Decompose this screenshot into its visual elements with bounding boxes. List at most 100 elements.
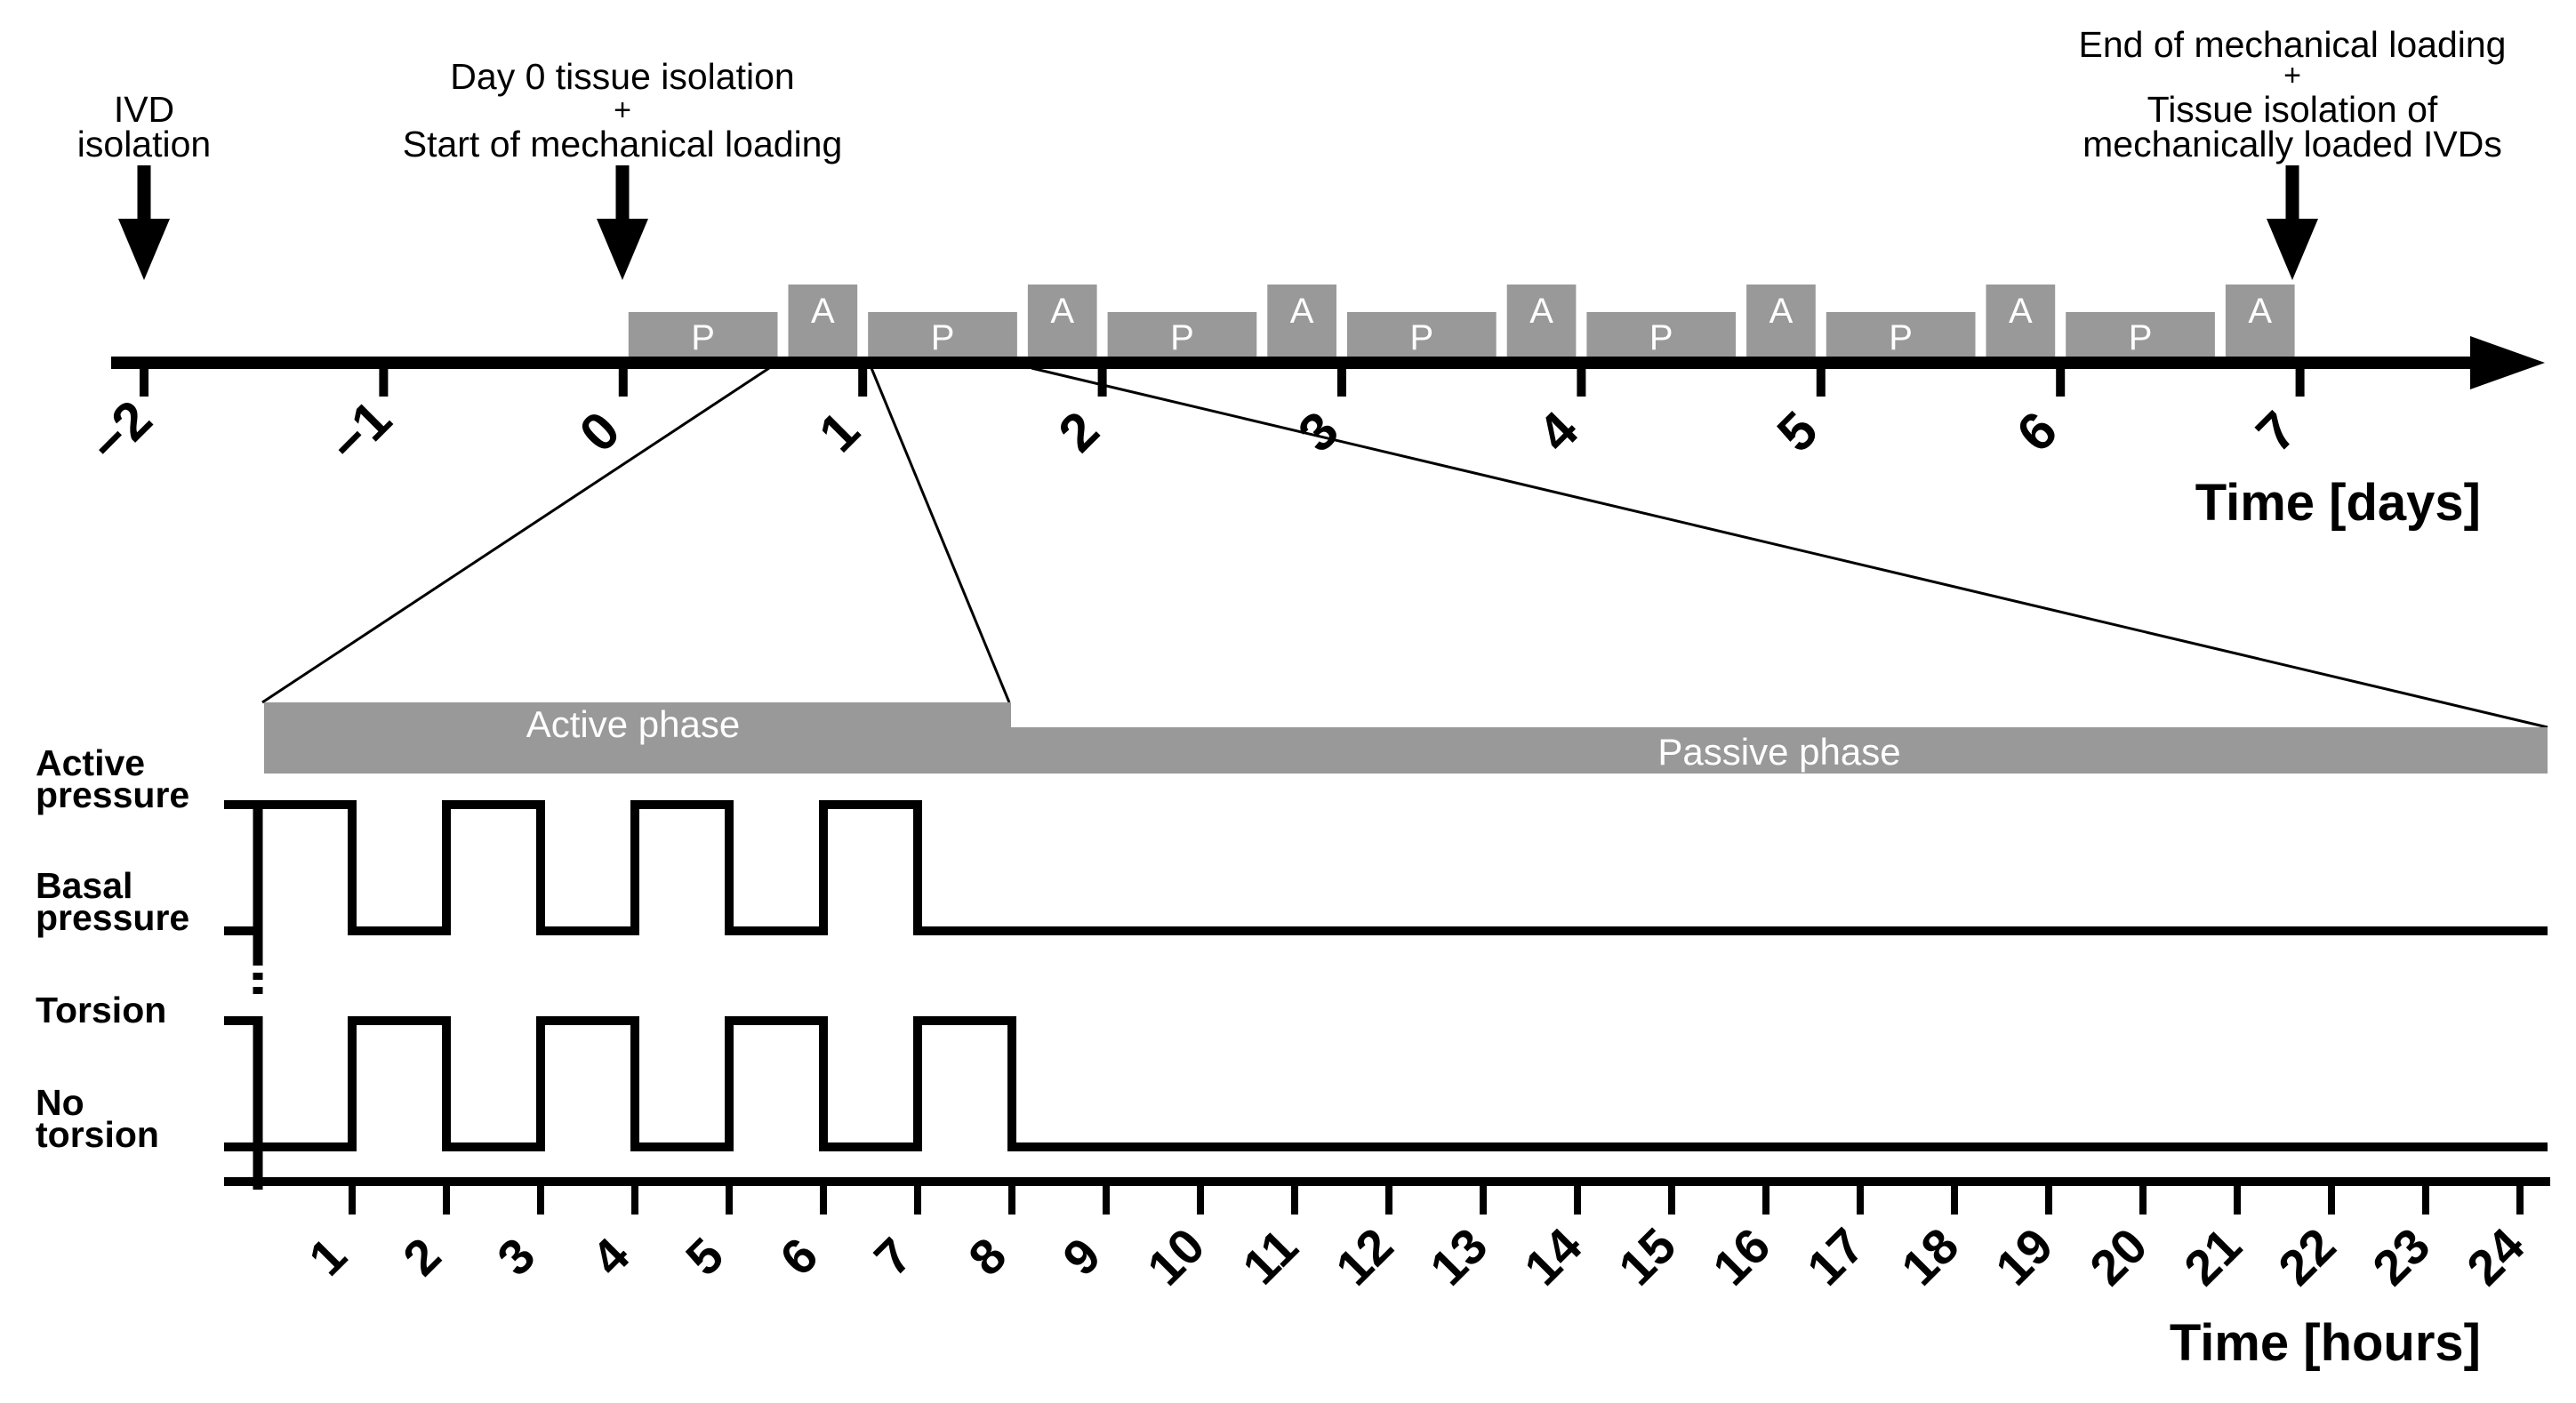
active-block: [2225, 285, 2295, 357]
zoom-line-right: [1031, 366, 2548, 729]
active-block-letter: A: [2248, 292, 2272, 331]
basal-pressure-label-line2: pressure: [36, 897, 189, 938]
basal-pressure-label-line1: Basal: [36, 865, 132, 906]
day-axis-arrowhead-icon: [2470, 336, 2545, 389]
hour-tick-label: 13: [1419, 1217, 1498, 1296]
passive-block-letter: P: [931, 318, 955, 357]
torsion-signal: [224, 1016, 2548, 1151]
day0-annotation-line2: Start of mechanical loading: [403, 124, 843, 164]
hour-tick-label: 7: [863, 1227, 923, 1287]
hour-tick-label: 8: [958, 1227, 1017, 1287]
day-tick-label: 7: [2245, 400, 2308, 463]
day-tick-label: 1: [807, 400, 871, 463]
passive-block-letter: P: [1889, 318, 1913, 357]
passive-block-letter: P: [1649, 318, 1673, 357]
signal-labels: Active pressure Basal pressure Torsion N…: [36, 742, 189, 1155]
ivd-annotation-line2: isolation: [77, 124, 211, 164]
passive-block-letter: P: [1170, 318, 1194, 357]
hour-tick-label: 10: [1136, 1217, 1216, 1296]
day-axis-label: Time [days]: [2195, 474, 2481, 532]
hour-tick-label: 18: [1890, 1217, 1970, 1296]
active-pressure-label-line1: Active: [36, 742, 145, 783]
pressure-signal: [253, 800, 2548, 935]
passive-block: [628, 312, 778, 357]
hour-tick-label: 19: [1985, 1217, 2064, 1296]
active-block-letter: A: [2009, 292, 2033, 331]
active-phase-label: Active phase: [526, 703, 740, 745]
zoom-line-middle: [870, 367, 1011, 703]
day-tick-label: −2: [78, 389, 164, 475]
day-tick-label: 5: [1766, 400, 1829, 463]
passive-block: [1347, 312, 1497, 357]
passive-block: [2066, 312, 2215, 357]
passive-phase-bar: [1011, 727, 2548, 774]
hour-axis-label: Time [hours]: [2170, 1314, 2481, 1372]
passive-block: [1826, 312, 1976, 357]
passive-block: [1586, 312, 1737, 357]
hour-tick-label: 6: [769, 1227, 829, 1287]
passive-block: [868, 312, 1017, 357]
end-annotation: End of mechanical loading + Tissue isola…: [2079, 24, 2507, 280]
down-arrow-icon: [597, 219, 648, 280]
hour-tick-label: 1: [298, 1227, 357, 1287]
day-tick-label: 0: [568, 400, 631, 463]
passive-block-letter: P: [1410, 318, 1434, 357]
day0-annotation-line1: Day 0 tissue isolation: [450, 56, 794, 97]
hour-tick-label: 2: [392, 1227, 452, 1287]
day0-annotation: Day 0 tissue isolation + Start of mechan…: [403, 56, 843, 280]
passive-block-letter: P: [2129, 318, 2153, 357]
active-block: [788, 285, 858, 357]
hour-tick-label: 22: [2267, 1217, 2347, 1296]
day-tick-label: −1: [317, 389, 403, 475]
end-annotation-line1: End of mechanical loading: [2079, 24, 2507, 65]
passive-block: [1107, 312, 1257, 357]
hour-tick-label: 24: [2456, 1217, 2535, 1296]
zoom-lines: [261, 366, 2548, 729]
ivd-annotation-line1: IVD: [114, 89, 174, 130]
hour-tick-label: 16: [1702, 1217, 1781, 1296]
active-block-letter: A: [1529, 292, 1553, 331]
hour-tick-label: 11: [1232, 1218, 1308, 1295]
active-block: [1267, 285, 1336, 357]
active-block: [1746, 285, 1816, 357]
hour-tick-label: 17: [1796, 1217, 1875, 1296]
day-tick-label: 4: [1526, 400, 1589, 463]
hour-tick-label: 9: [1052, 1227, 1111, 1287]
end-annotation-plus: +: [2283, 59, 2301, 92]
down-arrow-icon: [2267, 219, 2318, 280]
day0-annotation-plus: +: [614, 93, 631, 127]
active-block: [1986, 285, 2056, 357]
phase-bar: Active phase Passive phase: [264, 702, 2548, 774]
day-tick-label: 2: [1047, 400, 1111, 463]
no-torsion-label-line2: torsion: [36, 1114, 159, 1155]
no-torsion-label-line1: No: [36, 1082, 84, 1123]
ivd-annotation: IVD isolation: [77, 89, 211, 280]
day-tick-label: 6: [2005, 400, 2068, 463]
hour-tick-label: 14: [1513, 1217, 1593, 1296]
torsion-label: Torsion: [36, 990, 166, 1030]
end-annotation-line3: mechanically loaded IVDs: [2082, 124, 2502, 164]
hour-tick-label: 23: [2362, 1217, 2441, 1296]
signal-traces: [224, 800, 2548, 1190]
active-phase-bar: [264, 702, 1011, 774]
passive-block-letter: P: [691, 318, 715, 357]
hour-tick-label: 3: [486, 1227, 546, 1287]
active-block: [1027, 285, 1097, 357]
active-block-letter: A: [1050, 292, 1074, 331]
active-block-letter: A: [1290, 292, 1314, 331]
active-block-letter: A: [811, 292, 835, 331]
hour-tick-label: 12: [1325, 1217, 1404, 1296]
active-pressure-label-line2: pressure: [36, 774, 189, 815]
hour-tick-label: 5: [675, 1227, 734, 1287]
hour-tick-label: 4: [581, 1227, 640, 1287]
hour-tick-label: 20: [2079, 1217, 2158, 1296]
zoom-line-left: [261, 366, 770, 704]
active-block-letter: A: [1769, 292, 1794, 331]
end-annotation-line2: Tissue isolation of: [2147, 89, 2438, 130]
